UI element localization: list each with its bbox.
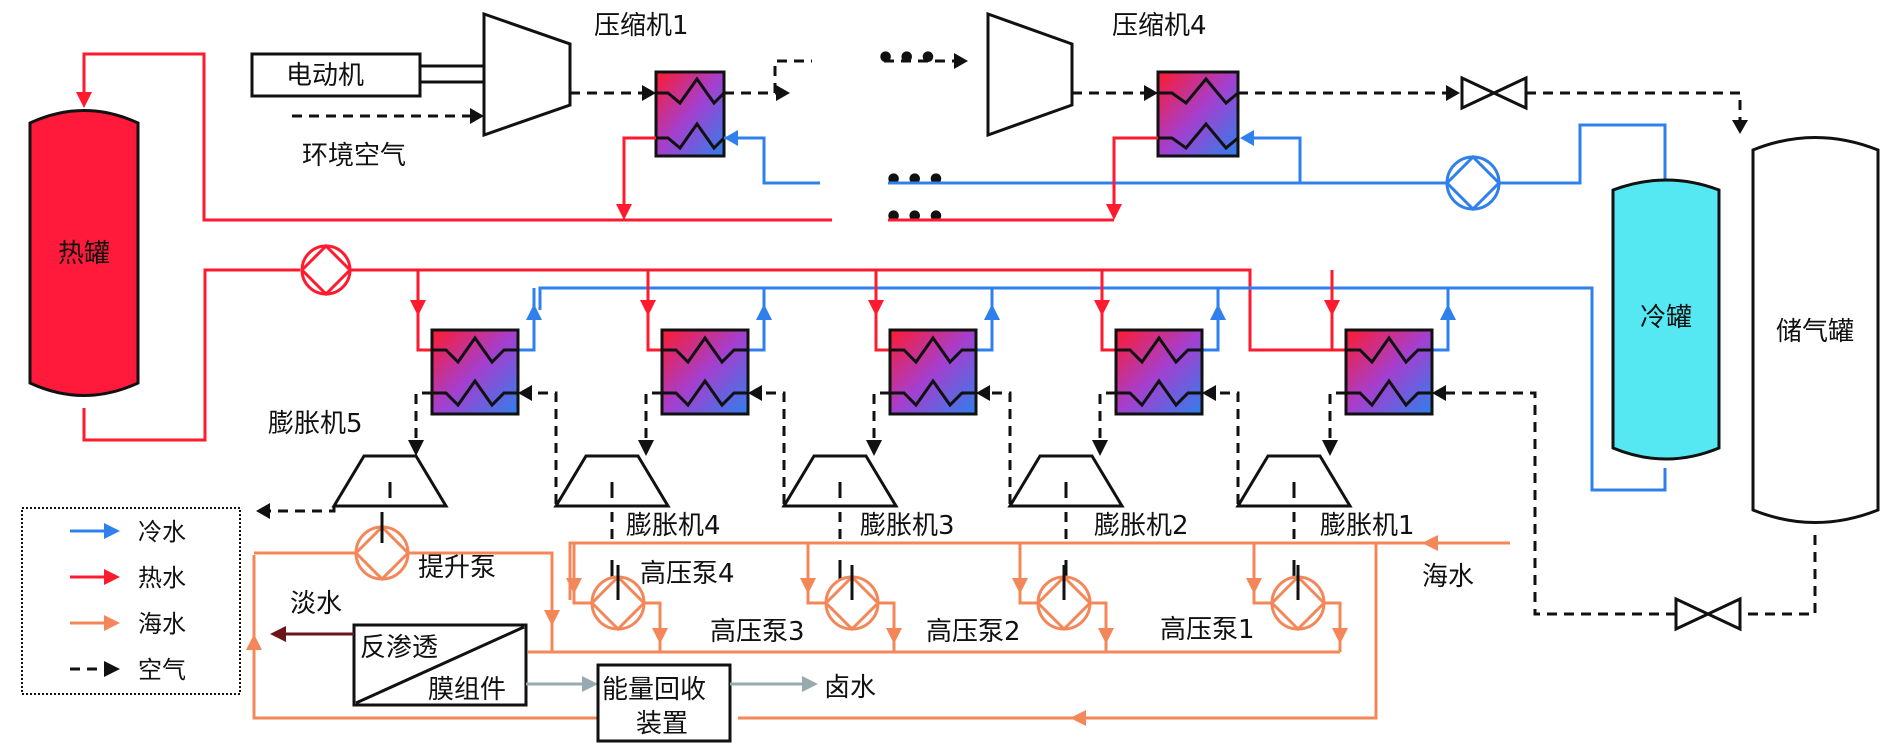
expander-1-label: 膨胀机1	[1320, 511, 1415, 541]
ellipsis-hot-line: •••	[884, 200, 948, 235]
fresh-water-label: 淡水	[290, 589, 342, 619]
legend-label: 空气	[138, 656, 186, 684]
expander-1	[1235, 454, 1353, 508]
legend-item-sea-water: 海水	[70, 610, 186, 638]
lift-pump-label: 提升泵	[418, 553, 496, 583]
hp-pump-3	[823, 574, 881, 632]
ellipsis-cold-line: •••	[884, 163, 948, 198]
sea-water-inlet-label: 海水	[1422, 562, 1474, 592]
motor-label: 电动机	[286, 61, 364, 91]
hot-water-pump	[299, 243, 353, 297]
heat-exchanger-expander-2	[1114, 328, 1204, 416]
motor: 电动机	[250, 52, 422, 98]
ambient-air-label: 环境空气	[302, 141, 406, 171]
hp-pump-2-label: 高压泵2	[926, 617, 1021, 647]
expander-4-label: 膨胀机4	[626, 511, 721, 541]
hot-tank: 热罐	[28, 109, 140, 397]
legend-label: 海水	[138, 610, 186, 638]
expander-2-label: 膨胀机2	[1094, 511, 1189, 541]
heat-exchanger-expander-5	[430, 328, 520, 416]
heat-exchanger-c4	[1156, 70, 1240, 158]
motor-shaft	[420, 64, 484, 84]
legend-item-cold-water: 冷水	[70, 518, 186, 546]
stage-expander-4: 膨胀机4	[532, 270, 772, 612]
stage-expander-2: 膨胀机2	[990, 270, 1226, 612]
air-storage-tank: 储气罐	[1751, 136, 1880, 524]
air-storage-tank-label: 储气罐	[1776, 317, 1854, 347]
stage-expander-3: 膨胀机3	[762, 270, 1000, 612]
stage-hp-pump-3: 高压泵3	[710, 543, 902, 652]
legend-item-air: 空气	[70, 656, 186, 684]
compressor-4-label: 压缩机4	[1112, 11, 1207, 41]
stage-hp-pump-2: 高压泵2	[926, 543, 1114, 652]
legend-item-hot-water: 热水	[70, 564, 186, 592]
expander-3-label: 膨胀机3	[860, 511, 955, 541]
heat-exchanger-c1	[654, 70, 726, 158]
energy-recovery-device: 能量回收 装置	[596, 663, 732, 743]
legend-label: 冷水	[138, 518, 186, 546]
hp-pump-4-label: 高压泵4	[640, 559, 735, 589]
heat-exchanger-expander-3	[888, 328, 978, 416]
hp-pump-4	[589, 574, 647, 632]
throttle-valve-charge	[1460, 75, 1528, 111]
compressor-4	[986, 11, 1074, 138]
ellipsis-compressor-chain: •••	[876, 41, 940, 76]
hp-pump-1	[1269, 574, 1327, 632]
expander-5-label: 膨胀机5	[268, 409, 363, 439]
heat-exchanger-expander-1	[1344, 328, 1434, 416]
cold-water-pump	[1444, 154, 1502, 212]
expander-2	[1007, 454, 1125, 508]
stage-expander-5: 膨胀机5	[268, 270, 542, 513]
heat-exchanger-expander-4	[660, 328, 750, 416]
ro-membrane-module: 反渗透 膜组件	[352, 623, 528, 707]
expander-5	[331, 454, 449, 508]
ro-label-line2: 膜组件	[428, 675, 506, 705]
expander-4	[553, 454, 671, 508]
stage-hp-pump-4: 高压泵4	[566, 543, 735, 652]
cold-tank: 冷罐	[1611, 178, 1721, 461]
stage-expander-1: 膨胀机1	[1216, 270, 1456, 612]
stage-hp-pump-1: 高压泵1	[1160, 543, 1348, 652]
legend-label: 热水	[138, 564, 186, 592]
throttle-valve-discharge	[1674, 596, 1742, 632]
ro-label-line1: 反渗透	[360, 633, 438, 663]
hot-tank-label: 热罐	[58, 239, 110, 269]
compressor-1-label: 压缩机1	[594, 11, 689, 41]
cold-tank-label: 冷罐	[1640, 303, 1692, 333]
legend: 冷水 热水 海水 空气	[21, 507, 241, 695]
hp-pump-1-label: 高压泵1	[1160, 615, 1255, 645]
brine-outlet-label: 卤水	[824, 673, 876, 703]
ambient-air-inlet	[292, 108, 484, 124]
erd-label-line2: 装置	[636, 709, 688, 739]
expander-3	[781, 454, 899, 508]
erd-label-line1: 能量回收	[602, 675, 706, 705]
hp-pump-3-label: 高压泵3	[710, 617, 805, 647]
compressor-1	[482, 11, 572, 138]
